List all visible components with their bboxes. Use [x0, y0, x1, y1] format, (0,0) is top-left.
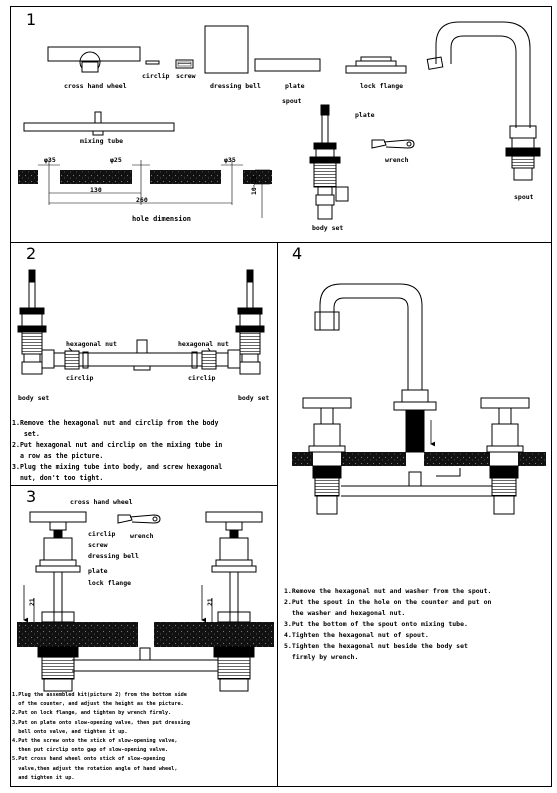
instruction-line: 5.Put cross hand wheel onto stick of slo… [12, 756, 166, 763]
instruction-line: 5.Tighten the hexagonal nut beside the b… [284, 642, 468, 650]
faucet-right-3 [205, 511, 263, 692]
label3-screw: screw [88, 541, 108, 549]
body-set-part [309, 104, 349, 220]
instruction-line: 3.Plug the mixing tube into body, and sc… [12, 463, 223, 471]
instruction-line: 2.Put on lock flange, and tighten by wre… [12, 710, 172, 717]
instruction-line: 1.Remove the hexagonal nut and circlip f… [12, 419, 219, 427]
label-hole-dimension: hole dimension [132, 215, 192, 223]
label-body-set: body set [312, 224, 344, 232]
panel-3-instructions: 1.Plug the assembled kit(picture 2) from… [12, 691, 190, 783]
spout-4 [314, 283, 437, 453]
instruction-line: then put circlip onto gap of slow-openin… [12, 747, 169, 754]
mixing-tube-assembly-2 [54, 339, 228, 371]
label3-lock-flange: lock flange [88, 579, 132, 587]
label-body-set-left: body set [18, 394, 50, 402]
screw-part [175, 59, 194, 69]
label-plate-2: plate [355, 111, 375, 119]
cross-hand-wheel-part [47, 46, 141, 73]
instruction-line: 2.Put the spout in the hole on the count… [284, 598, 492, 606]
instruction-line: valve,then adjust the rotation angle of … [12, 765, 178, 772]
panel-2-instructions: 1.Remove the hexagonal nut and circlip f… [12, 418, 222, 484]
label-body-set-right: body set [238, 394, 270, 402]
lock-flange-part [345, 56, 407, 74]
instruction-line: 2.Put hexagonal nut and circlip on the m… [12, 441, 223, 449]
dim-35-left: φ35 [44, 156, 56, 164]
label-dressing-bell: dressing bell [210, 82, 261, 90]
panel-1-number: 1 [26, 10, 37, 29]
dim-35-right: φ35 [224, 156, 236, 164]
body-set-left-2 [17, 269, 55, 375]
dim-10-35: 10~35 [250, 175, 258, 195]
panel-2-number: 2 [26, 244, 37, 263]
instruction-line: nut, don't too tight. [12, 474, 104, 482]
instruction-line: and tighten it up. [12, 774, 75, 781]
dressing-bell-part [204, 25, 249, 74]
label-screw: screw [176, 72, 196, 80]
mixing-tube-3 [72, 647, 218, 672]
mixing-tube-part [23, 111, 175, 136]
dim-260: 260 [136, 196, 148, 204]
label-lock-flange: lock flange [360, 82, 404, 90]
faucet-left-3 [29, 511, 87, 692]
instruction-line: set. [12, 430, 40, 438]
counter-4 [292, 452, 546, 466]
label-spout: spout [514, 193, 534, 201]
instruction-line: 3.Put on plate onto slow-opening valve, … [12, 719, 191, 726]
faucet-right-4 [480, 397, 530, 515]
label-cross-hand-wheel: cross hand wheel [64, 82, 127, 90]
label-circlip-left: circlip [66, 374, 94, 382]
panel-4 [277, 242, 552, 787]
dim-25: φ25 [110, 156, 122, 164]
hole-dimension-drawing [18, 160, 272, 218]
panel-4-number: 4 [292, 244, 303, 263]
mixing-tube-4 [341, 420, 492, 497]
dim3-21-left: 21 [28, 598, 36, 606]
wrench-part-3 [117, 514, 161, 524]
label-plate: plate [285, 82, 305, 90]
instruction-line: bell onto valve, and tighten it up. [12, 728, 128, 735]
label-circlip-right: circlip [188, 374, 216, 382]
wrench-part-1 [371, 139, 415, 149]
panel-4-instructions: 1.Remove the hexagonal nut and washer fr… [284, 586, 491, 663]
dim3-21-right: 21 [206, 598, 214, 606]
label-wrench: wrench [385, 156, 409, 164]
label3-cross-hand-wheel: cross hand wheel [70, 498, 133, 506]
dim-130: 130 [90, 186, 102, 194]
label3-plate: plate [88, 567, 108, 575]
panel-3-number: 3 [26, 487, 37, 506]
instruction-line: of the counter, and adjust the height as… [12, 701, 184, 708]
body-set-right-2 [227, 269, 265, 375]
label-spout-top: spout [282, 97, 302, 105]
label3-dressing-bell: dressing bell [88, 552, 139, 560]
counter-3 [17, 622, 274, 647]
instruction-line: 3.Put the bottom of the spout onto mixin… [284, 620, 468, 628]
instruction-line: 1.Plug the assembled kit(picture 2) from… [12, 692, 187, 698]
label3-circlip: circlip [88, 530, 116, 538]
faucet-left-4 [302, 397, 352, 515]
label-mixing-tube: mixing tube [80, 137, 124, 145]
instruction-line: 1.Remove the hexagonal nut and washer fr… [284, 587, 492, 595]
label3-wrench: wrench [130, 532, 154, 540]
label-hex-nut-left: hexagonal nut [66, 340, 117, 348]
instruction-line: the washer and hexagonal nut. [284, 609, 406, 617]
label-circlip: circlip [142, 72, 170, 80]
instruction-line: 4.Tighten the hexagonal nut of spout. [284, 631, 429, 639]
instruction-line: 4.Put the screw onto the stick of slow-o… [12, 738, 178, 745]
circlip-part [145, 60, 160, 65]
plate-part [254, 58, 321, 72]
instruction-line: a row as the picture. [12, 452, 104, 460]
label-hex-nut-right: hexagonal nut [178, 340, 229, 348]
instruction-line: firmly by wrench. [284, 653, 359, 661]
spout-part [426, 21, 541, 181]
